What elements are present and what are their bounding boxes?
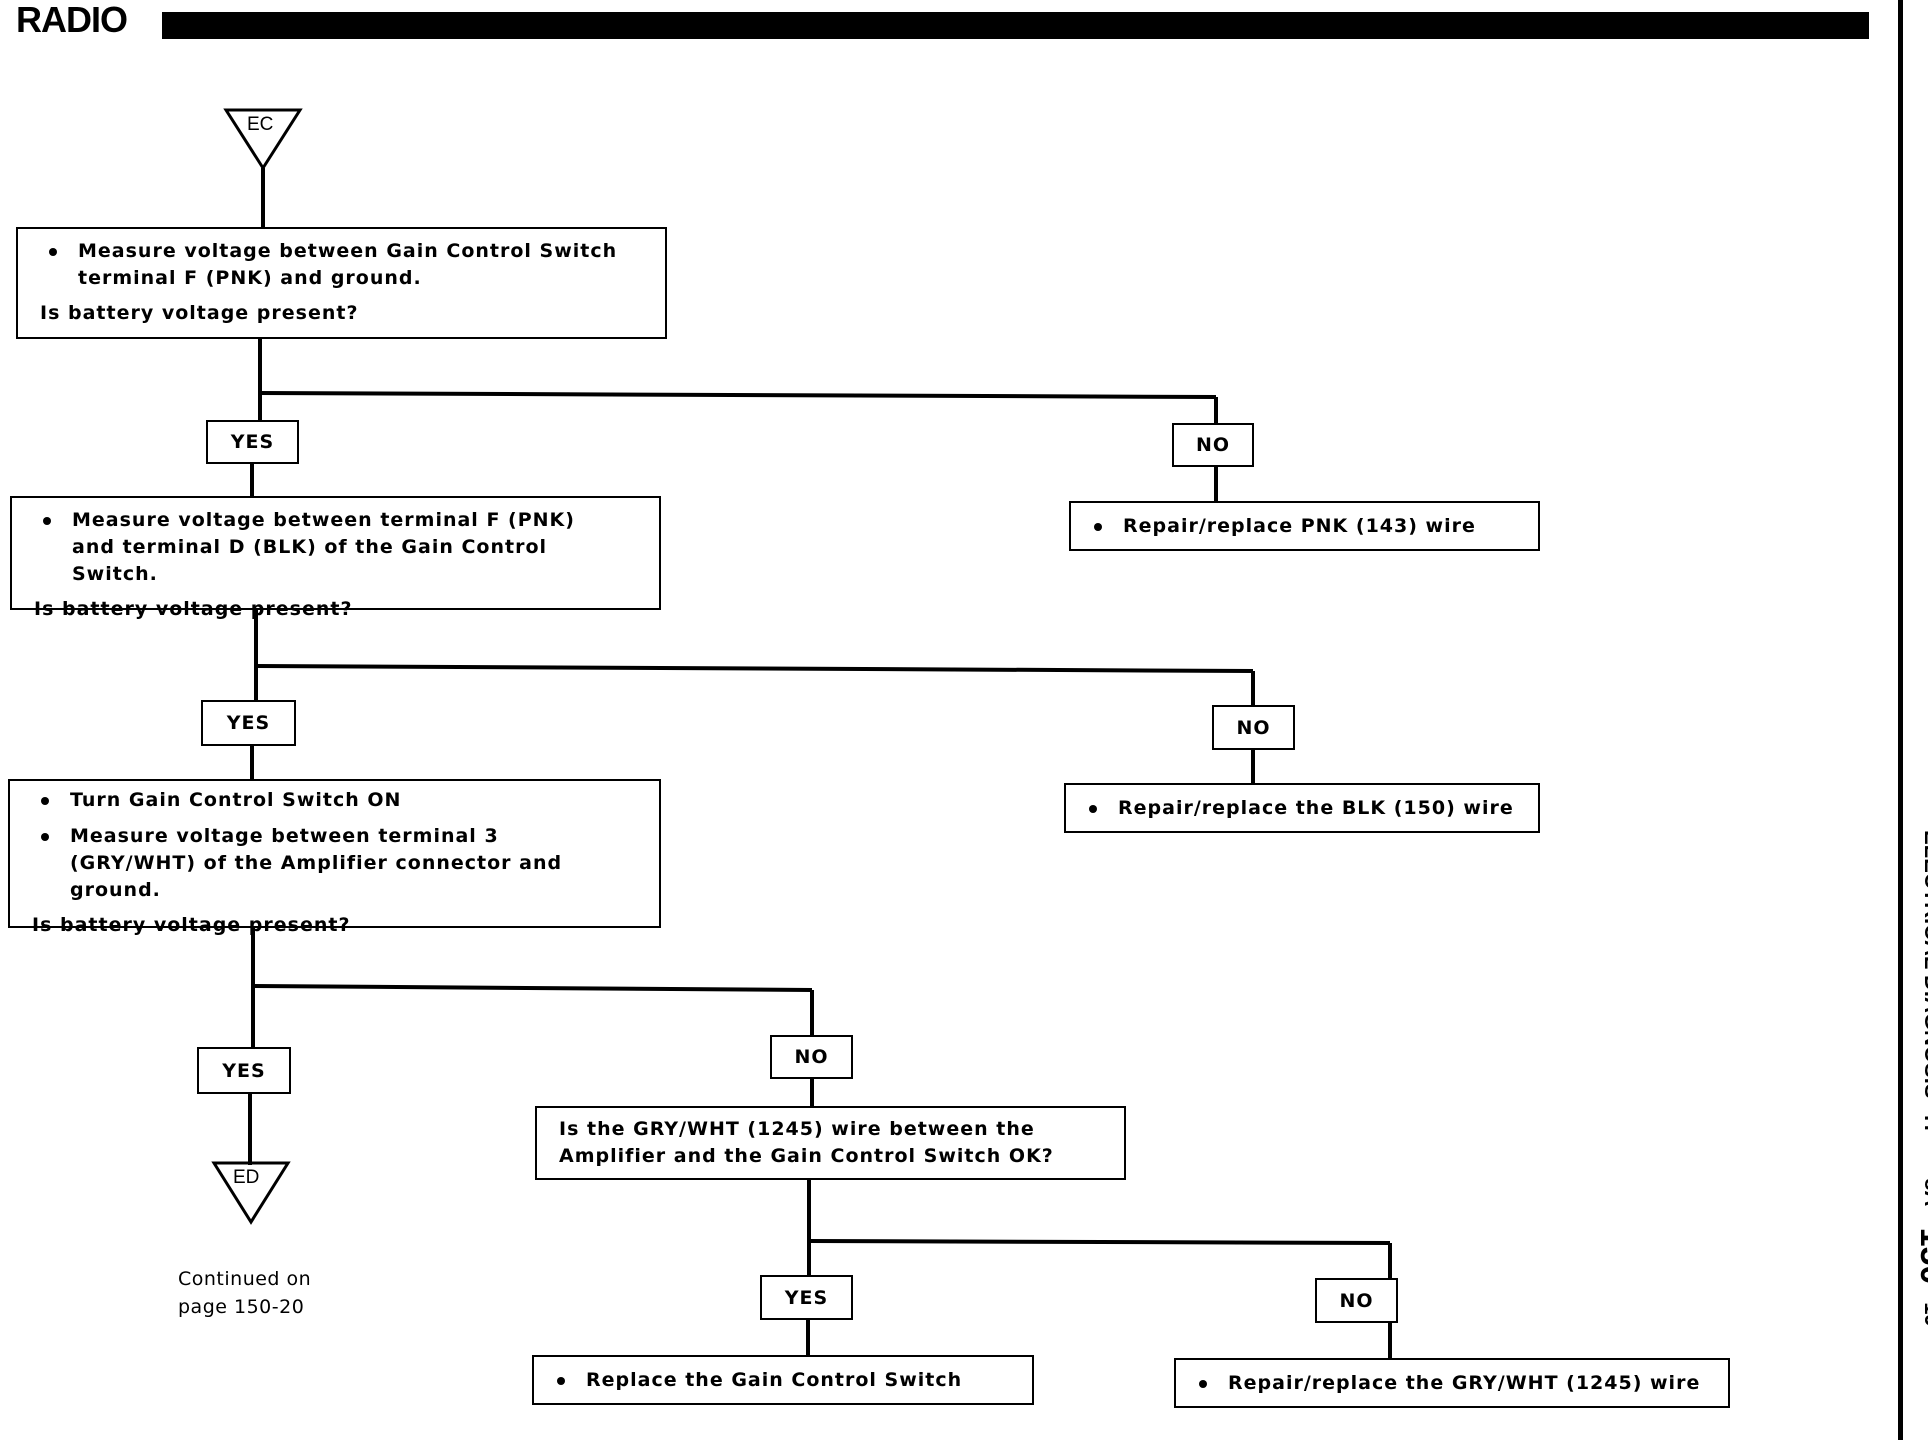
no-label-4: NO — [1315, 1278, 1398, 1323]
result-4-text: Repair/replace the GRY/WHT (1245) wire — [1190, 1370, 1714, 1397]
step-3-question: Is battery voltage present? — [32, 914, 351, 936]
step-3-box: Turn Gain Control Switch ON Measure volt… — [8, 779, 661, 936]
step-2-instruction: Measure voltage between terminal F (PNK)… — [34, 507, 645, 588]
result-box-3: Replace the Gain Control Switch — [532, 1355, 1034, 1405]
start-connector-triangle — [223, 108, 303, 171]
page-dash: – — [1920, 1210, 1928, 1224]
no-label-1: NO — [1172, 423, 1254, 467]
continued-note: Continued on page 150-20 — [178, 1268, 312, 1318]
no-label-3: NO — [770, 1035, 853, 1079]
step-1-box: Measure voltage between Gain Control Swi… — [16, 227, 667, 339]
yes-label-3: YES — [197, 1047, 291, 1094]
step-2-question: Is battery voltage present? — [34, 598, 353, 620]
result-box-1: Repair/replace PNK (143) wire — [1069, 501, 1540, 551]
step-3-instruction-2: Measure voltage between terminal 3 (GRY/… — [32, 823, 645, 904]
side-page-label: ELECTRICAL DIAGNOSIS "H" 8A – 150 - 19 — [1913, 830, 1928, 1327]
yes-label-4: YES — [760, 1275, 853, 1320]
step-1-question: Is battery voltage present? — [40, 302, 359, 324]
result-1-text: Repair/replace PNK (143) wire — [1085, 513, 1524, 540]
result-box-4: Repair/replace the GRY/WHT (1245) wire — [1174, 1358, 1730, 1408]
no-label-2: NO — [1212, 705, 1295, 750]
result-3-text: Replace the Gain Control Switch — [548, 1367, 1018, 1394]
page-major: 150 — [1913, 1227, 1928, 1285]
page-title: RADIO — [16, 0, 128, 40]
header-bar — [162, 12, 1869, 39]
result-2-text: Repair/replace the BLK (150) wire — [1080, 795, 1524, 822]
right-margin-rule — [1898, 0, 1903, 1440]
step-4-box: Is the GRY/WHT (1245) wire between the A… — [535, 1106, 1126, 1180]
yes-label-1: YES — [206, 420, 299, 464]
result-box-2: Repair/replace the BLK (150) wire — [1064, 783, 1540, 833]
page-prefix: 8A — [1920, 1178, 1928, 1207]
start-connector-label: EC — [247, 114, 274, 135]
page-minor: - 19 — [1920, 1288, 1928, 1327]
step-4-question: Is the GRY/WHT (1245) wire between the A… — [559, 1118, 1054, 1167]
end-connector-label: ED — [233, 1167, 260, 1188]
step-2-box: Measure voltage between terminal F (PNK)… — [10, 496, 661, 620]
yes-label-2: YES — [201, 700, 296, 746]
section-name: ELECTRICAL DIAGNOSIS "H" — [1920, 830, 1928, 1142]
step-1-instruction: Measure voltage between Gain Control Swi… — [40, 238, 651, 292]
step-3-instruction-1: Turn Gain Control Switch ON — [32, 787, 645, 814]
end-connector-triangle — [211, 1161, 291, 1225]
